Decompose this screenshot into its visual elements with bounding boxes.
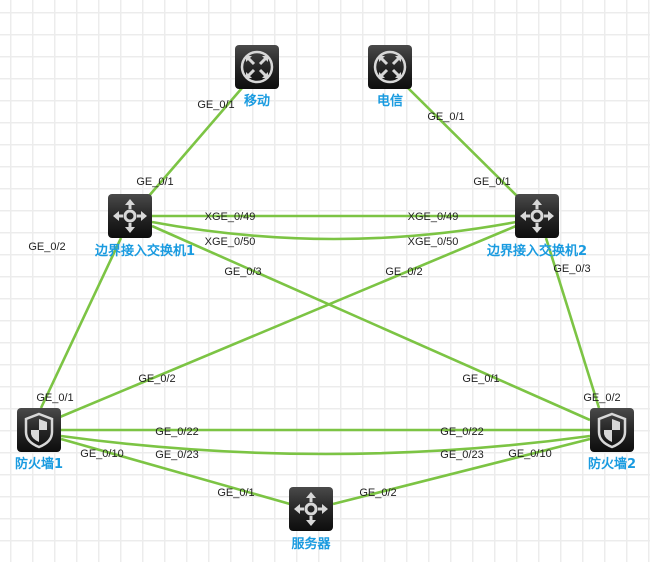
port-label: XGE_0/50 xyxy=(205,236,256,248)
node-mobile[interactable] xyxy=(235,45,279,89)
device-box xyxy=(515,194,559,238)
link-sw2-fw1[interactable] xyxy=(47,224,517,424)
device-box xyxy=(289,487,333,531)
node-fw1[interactable] xyxy=(17,408,61,452)
port-label: GE_0/22 xyxy=(440,426,483,438)
port-label: GE_0/1 xyxy=(197,99,234,111)
port-label: GE_0/10 xyxy=(508,448,551,460)
link-sw1-fw2[interactable] xyxy=(151,224,591,422)
link-fw1-server[interactable] xyxy=(60,437,291,506)
port-label: GE_0/23 xyxy=(155,449,198,461)
node-label: 防火墙1 xyxy=(15,456,63,472)
node-label: 边界接入交换机1 xyxy=(94,243,195,259)
port-label: GE_0/3 xyxy=(224,266,261,278)
port-label: GE_0/2 xyxy=(28,241,65,253)
link-telecom-sw2[interactable] xyxy=(407,87,519,198)
port-label: GE_0/2 xyxy=(583,392,620,404)
link-sw1-fw1[interactable] xyxy=(39,237,123,409)
port-label: GE_0/10 xyxy=(80,448,123,460)
port-label: XGE_0/49 xyxy=(205,211,256,223)
node-label: 电信 xyxy=(377,93,403,109)
switch-icon xyxy=(520,199,554,233)
port-label: GE_0/2 xyxy=(385,266,422,278)
router-icon xyxy=(373,50,407,84)
link-sw1-sw2[interactable] xyxy=(151,220,517,241)
node-label: 移动 xyxy=(244,93,270,109)
node-server[interactable] xyxy=(289,487,333,531)
port-label: GE_0/2 xyxy=(138,373,175,385)
port-label: GE_0/3 xyxy=(553,263,590,275)
node-telecom[interactable] xyxy=(368,45,412,89)
port-label: GE_0/1 xyxy=(217,487,254,499)
firewall-icon xyxy=(597,412,627,449)
port-label: GE_0/1 xyxy=(473,176,510,188)
link-sw2-fw2[interactable] xyxy=(544,237,601,409)
link-fw2-server[interactable] xyxy=(332,437,591,506)
node-sw1[interactable] xyxy=(108,194,152,238)
link-fw1-fw2[interactable] xyxy=(60,434,591,456)
node-label: 防火墙2 xyxy=(588,456,636,472)
port-label: GE_0/1 xyxy=(36,392,73,404)
node-label: 边界接入交换机2 xyxy=(486,243,587,259)
node-fw2[interactable] xyxy=(590,408,634,452)
port-label: XGE_0/49 xyxy=(408,211,459,223)
port-label: GE_0/1 xyxy=(136,176,173,188)
switch-icon xyxy=(294,492,328,526)
port-label: GE_0/2 xyxy=(359,487,396,499)
node-label: 服务器 xyxy=(291,536,331,552)
switch-icon xyxy=(113,199,147,233)
firewall-icon xyxy=(24,412,54,449)
port-label: GE_0/1 xyxy=(427,111,464,123)
port-label: GE_0/23 xyxy=(440,449,483,461)
node-sw2[interactable] xyxy=(515,194,559,238)
links-layer xyxy=(39,87,601,506)
link-mobile-sw1[interactable] xyxy=(147,87,243,198)
port-label: GE_0/22 xyxy=(155,426,198,438)
port-label: GE_0/1 xyxy=(462,373,499,385)
router-icon xyxy=(240,50,274,84)
port-label: XGE_0/50 xyxy=(408,236,459,248)
device-box xyxy=(108,194,152,238)
